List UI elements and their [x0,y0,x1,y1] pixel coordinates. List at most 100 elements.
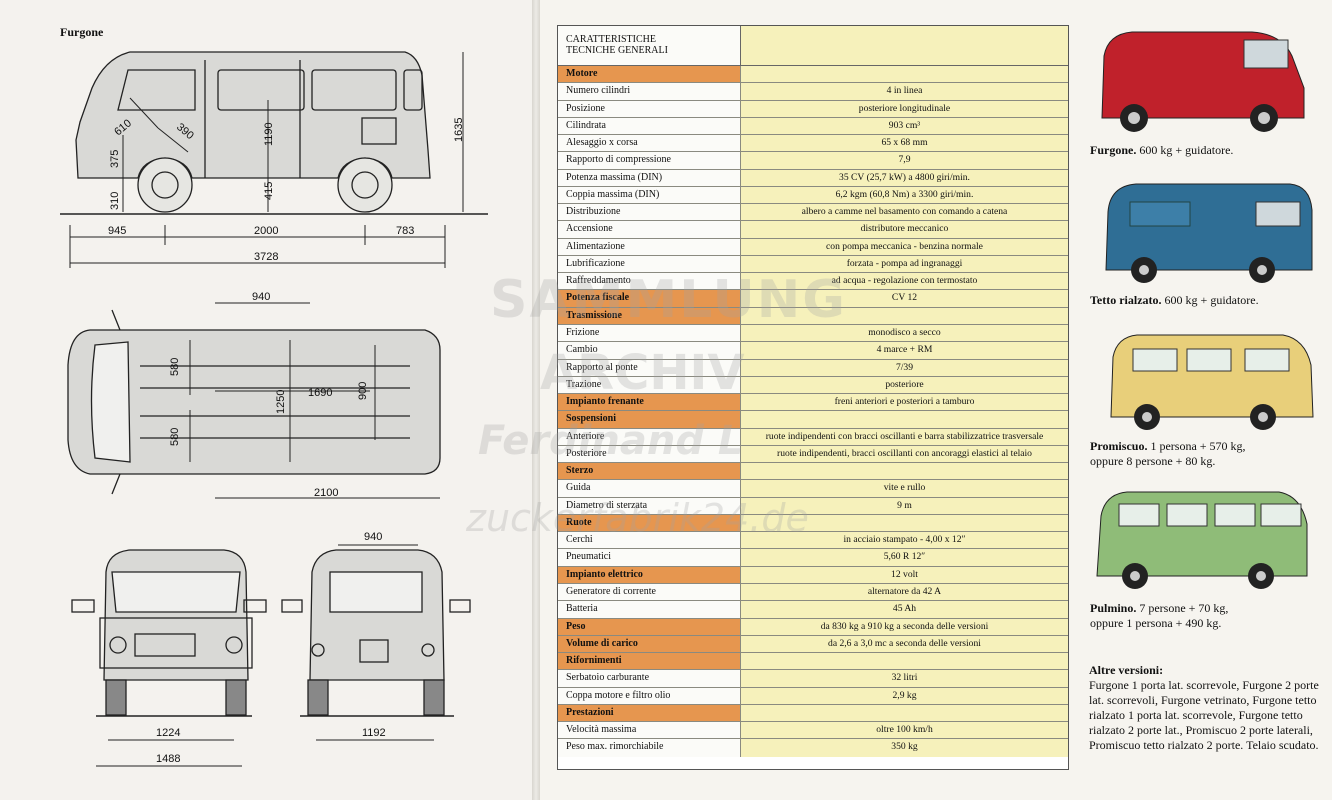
caption-pulmino-text1: 7 persone + 70 kg, [1139,601,1229,615]
spec-value: posteriore [740,376,1068,394]
spec-value: 9 m [740,497,1068,514]
spec-value: 32 litri [740,670,1068,687]
spec-row: Rifornimenti [558,653,1068,671]
spec-row: Motore [558,66,1068,84]
spec-value: 65 x 68 mm [740,135,1068,152]
spec-label: Alesaggio x corsa [558,135,740,152]
spec-value: da 830 kg a 910 kg a seconda delle versi… [740,618,1068,635]
spec-row: Potenza massima (DIN)35 CV (25,7 kW) a 4… [558,169,1068,187]
spec-value [740,463,1068,480]
spec-label: Numero cilindri [558,83,740,100]
spec-value: albero a camme nel basamento con comando… [740,204,1068,221]
van-photo-furgone [1101,31,1305,132]
spec-label: Guida [558,480,740,497]
spec-label: Sospensioni [558,411,740,428]
spec-value: 7,9 [740,152,1068,169]
spec-row: Coppia massima (DIN)6,2 kgm (60,8 Nm) a … [558,186,1068,205]
spec-row: Sospensioni [558,411,1068,429]
dim-783: 783 [396,225,414,237]
caption-promiscuo-text1: 1 persona + 570 kg, [1150,439,1246,453]
altre-versioni-heading: Altre versioni: [1089,663,1164,677]
spec-value: freni anteriori e posteriori a tamburo [740,394,1068,411]
spec-value: 5,60 R 12″ [740,549,1068,566]
spec-table: CARATTERISTICHE TECNICHE GENERALI Motore… [557,25,1069,770]
top-view [67,302,441,499]
dim-1635: 1635 [453,118,465,142]
spec-label: Impianto elettrico [558,566,740,583]
spec-label: Posteriore [558,445,740,463]
spec-label: Diametro di sterzata [558,497,740,514]
van-photo-pulmino [1096,491,1308,589]
dim-415: 415 [263,182,275,200]
spec-label: Potenza massima (DIN) [558,169,740,186]
spec-value: forzata - pompa ad ingranaggi [740,255,1068,273]
spec-value: oltre 100 km/h [740,722,1068,739]
drawing-title: Furgone [60,25,104,39]
spec-label: Cerchi [558,532,740,549]
spec-value: ruote indipendenti con bracci oscillanti… [740,428,1068,445]
spec-value [740,411,1068,428]
caption-tetto-rialzato: Tetto rialzato. 600 kg + guidatore. [1090,293,1259,308]
spec-value: ad acqua - regolazione con termostato [740,273,1068,290]
spec-value: 350 kg [740,739,1068,757]
spec-label: Rapporto al ponte [558,359,740,376]
dim-rear-1192: 1192 [362,727,386,739]
caption-promiscuo: Promiscuo. 1 persona + 570 kg, oppure 8 … [1090,439,1246,469]
spec-label: Alimentazione [558,238,740,255]
spec-value: 7/39 [740,359,1068,376]
spec-label: Trasmissione [558,307,740,324]
spec-label: Peso [558,618,740,635]
spec-label: Impianto frenante [558,394,740,411]
van-photo-promiscuo [1110,334,1314,430]
spec-value: 903 cm³ [740,117,1068,135]
spec-label: Ruote [558,514,740,532]
spec-value [740,653,1068,670]
caption-pulmino-name: Pulmino. [1090,601,1137,615]
rear-view [281,544,471,741]
dim-310: 310 [109,192,121,210]
spec-label: Velocità massima [558,722,740,739]
spec-value: 4 in linea [740,83,1068,100]
spec-label: Batteria [558,601,740,618]
spec-value: 4 marce + RM [740,342,1068,359]
dim-top-900: 900 [357,382,369,400]
spec-label: Rapporto di compressione [558,152,740,169]
caption-tetto-text: 600 kg + guidatore. [1164,293,1259,307]
front-view [71,549,267,767]
dim-1190: 1190 [263,122,275,146]
spec-label: Coppa motore e filtro olio [558,687,740,704]
dim-top-1250: 1250 [275,390,287,414]
altre-versioni: Altre versioni: Furgone 1 porta lat. sco… [1089,663,1321,753]
spec-value: ruote indipendenti, bracci oscillanti co… [740,445,1068,463]
spec-label: Generatore di corrente [558,583,740,601]
spec-row: Sterzo [558,463,1068,481]
spec-label: Raffreddamento [558,273,740,290]
page-gutter [532,0,540,800]
spec-label: Prestazioni [558,704,740,722]
altre-versioni-text: Furgone 1 porta lat. scorrevole, Furgone… [1089,678,1319,752]
caption-tetto-name: Tetto rialzato. [1090,293,1162,307]
dim-2000: 2000 [254,225,278,237]
spec-value: 12 volt [740,566,1068,583]
spec-value [740,704,1068,722]
